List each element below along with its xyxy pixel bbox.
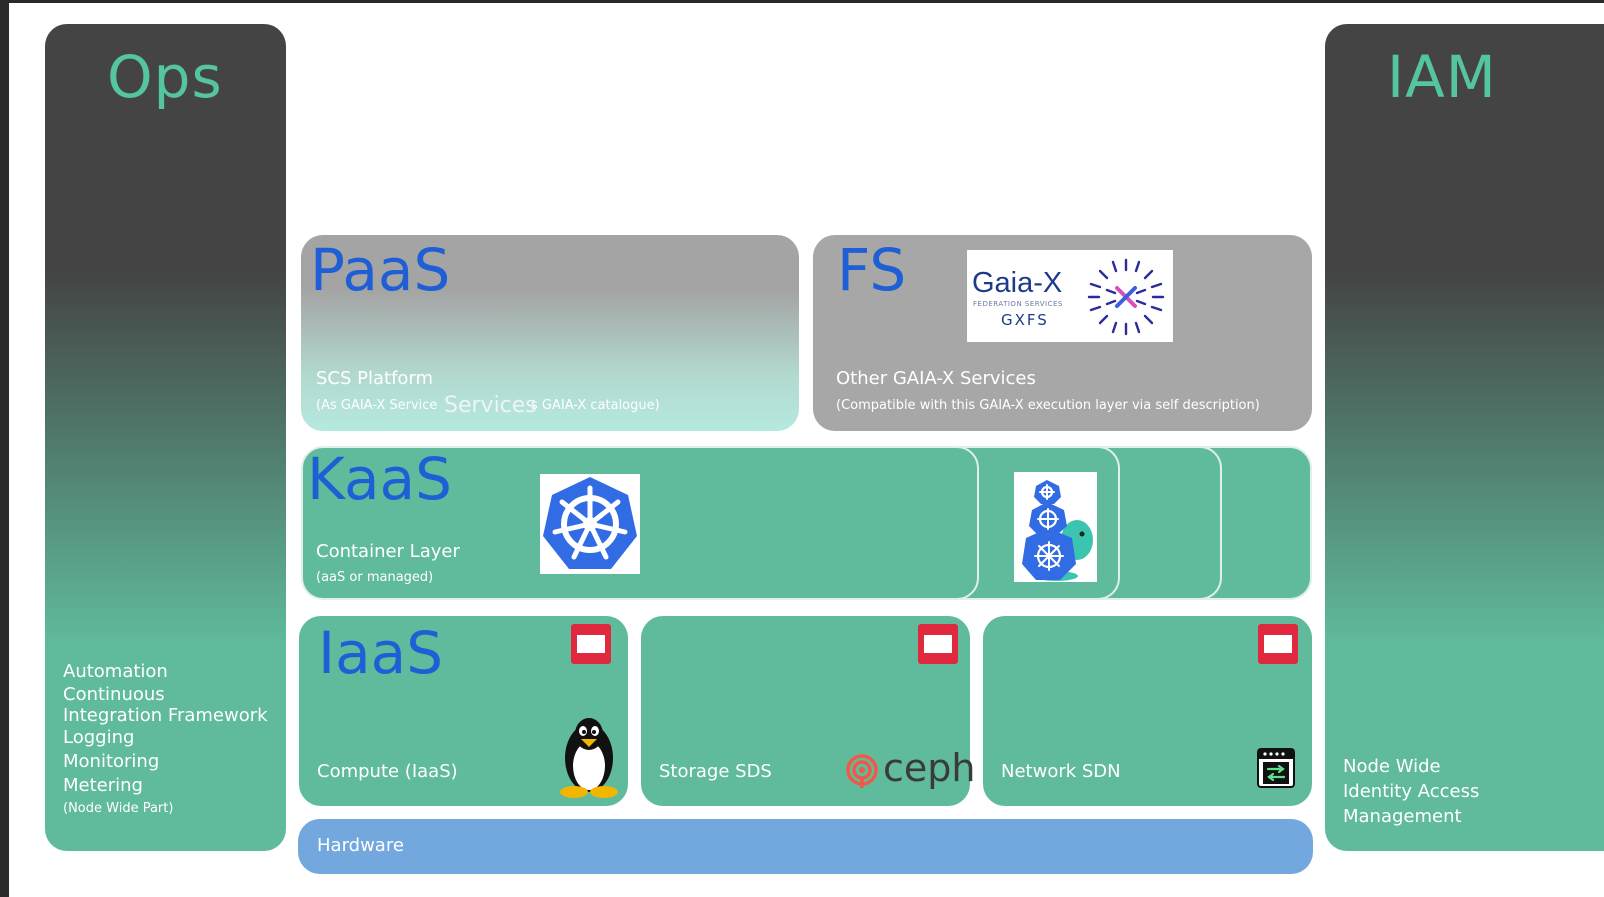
ops-item: Logging — [63, 727, 135, 748]
gaia-x-logo-acronym: GXFS — [1001, 311, 1049, 329]
paas-services-overlay: Services — [444, 393, 537, 418]
iaas-storage-box: Storage SDS ceph — [641, 616, 975, 806]
fs-box: FS Other GAIA-X Services (Compatible wit… — [813, 235, 1312, 431]
openstack-icon — [1258, 624, 1298, 664]
hardware-label: Hardware — [317, 835, 404, 856]
iam-list: Node Wide Identity Access Management — [1343, 754, 1479, 829]
iaas-network-label: Network SDN — [1001, 761, 1121, 782]
window-frame-left — [0, 0, 9, 897]
window-frame-top — [0, 0, 1604, 3]
gaia-x-logo: Gaia-X FEDERATION SERVICES GXFS — [967, 250, 1173, 342]
gaia-x-logo-name: Gaia-X — [972, 267, 1063, 299]
iaas-title: IaaS — [318, 619, 444, 687]
ops-list: Automation Continuous Integration Framew… — [63, 660, 268, 820]
ops-item: Metering — [63, 775, 143, 796]
kaas-sublabel: (aaS or managed) — [316, 570, 434, 585]
iaas-storage-label: Storage SDS — [659, 761, 772, 782]
iam-pillar: IAM Node Wide Identity Access Management — [1325, 24, 1604, 851]
kaas-title: KaaS — [307, 445, 452, 513]
paas-label: SCS Platform — [316, 368, 434, 389]
ops-item: Integration Framework — [63, 705, 268, 726]
fs-label: Other GAIA-X Services — [836, 368, 1036, 389]
ops-pillar: Ops Automation Continuous Integration Fr… — [45, 24, 286, 851]
cluster-api-turtle-icon — [1022, 480, 1093, 581]
iaas-network-box: Network SDN — [983, 616, 1312, 806]
fs-title: FS — [837, 236, 907, 304]
iaas-compute-box: IaaS Compute (IaaS) — [299, 616, 628, 806]
ops-note: (Node Wide Part) — [63, 801, 174, 816]
iam-line: Identity Access — [1343, 781, 1480, 802]
paas-box: PaaS SCS Platform (As GAIA-X Service s G… — [301, 235, 799, 431]
kubernetes-logo-icon — [540, 474, 640, 574]
kubernetes-logo-icon — [543, 477, 637, 569]
iam-line: Node Wide — [1343, 756, 1441, 777]
ops-item: Automation — [63, 661, 168, 682]
openstack-icon — [571, 624, 611, 664]
cluster-api-turtle-icon — [1014, 472, 1097, 582]
ceph-logo-text: ceph — [883, 746, 976, 790]
ops-item: Continuous — [63, 684, 165, 705]
kaas-box: KaaS Container Layer (aaS or managed) — [301, 446, 979, 600]
paas-sublabel-start: (As GAIA-X Service — [316, 398, 438, 413]
ceph-logo-icon — [846, 754, 878, 788]
openstack-icon — [918, 624, 958, 664]
linux-tux-icon — [560, 718, 618, 798]
iam-title: IAM — [1387, 43, 1497, 111]
kaas-label: Container Layer — [316, 541, 460, 562]
iam-line: Management — [1343, 806, 1462, 827]
ops-title: Ops — [107, 43, 223, 111]
hardware-bar: Hardware — [298, 819, 1313, 874]
gaia-x-logo-subtitle: FEDERATION SERVICES — [973, 300, 1063, 308]
gaia-x-starburst-icon — [1087, 258, 1165, 336]
iaas-compute-label: Compute (IaaS) — [317, 761, 458, 782]
paas-title: PaaS — [310, 236, 451, 304]
fs-sublabel: (Compatible with this GAIA-X execution l… — [836, 398, 1260, 413]
network-switch-icon — [1257, 748, 1295, 788]
paas-sublabel-end: s GAIA-X catalogue) — [531, 398, 660, 413]
ops-item: Monitoring — [63, 751, 160, 772]
